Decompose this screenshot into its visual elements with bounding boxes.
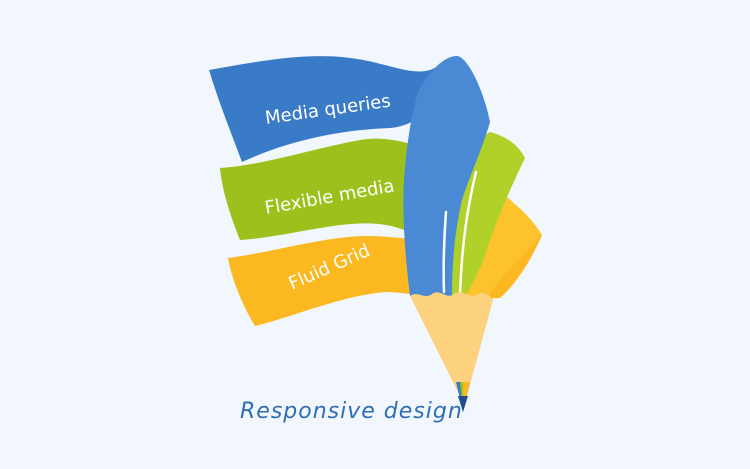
caption-responsive-design: Responsive design xyxy=(240,399,463,424)
pencil-highlight-blue xyxy=(442,210,448,294)
ribbon-media-queries xyxy=(209,56,459,162)
pencil-highlight-green xyxy=(458,170,478,297)
pencil-lead-dark xyxy=(458,396,468,412)
pencil-strip-blue xyxy=(403,55,490,296)
pencil-wood-tip xyxy=(410,292,493,392)
